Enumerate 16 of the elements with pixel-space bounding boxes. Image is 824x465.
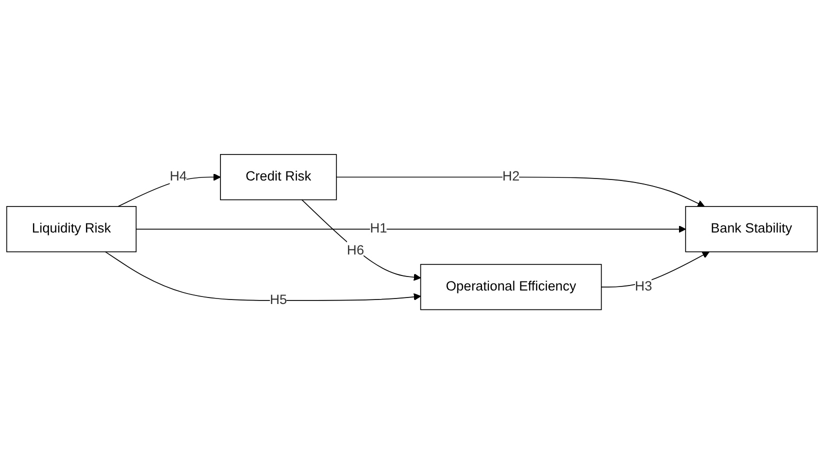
arrow	[104, 251, 421, 301]
edge-label: H3	[634, 279, 652, 294]
edge-label: H6	[346, 244, 364, 258]
arrow	[336, 176, 705, 207]
arrow	[302, 199, 421, 281]
node-box: Credit Risk	[220, 154, 337, 200]
arrow	[118, 173, 221, 207]
edge-label: H1	[370, 222, 388, 236]
edge-label: H4	[170, 170, 187, 184]
node-box: Liquidity Risk	[6, 206, 137, 252]
edge-label: H5	[270, 292, 287, 308]
node-box: Operational Efficiency	[420, 264, 602, 310]
arrow	[600, 251, 710, 288]
arrow	[136, 225, 686, 233]
edge-label: H2	[502, 170, 520, 184]
node-box: Bank Stability	[685, 206, 818, 252]
